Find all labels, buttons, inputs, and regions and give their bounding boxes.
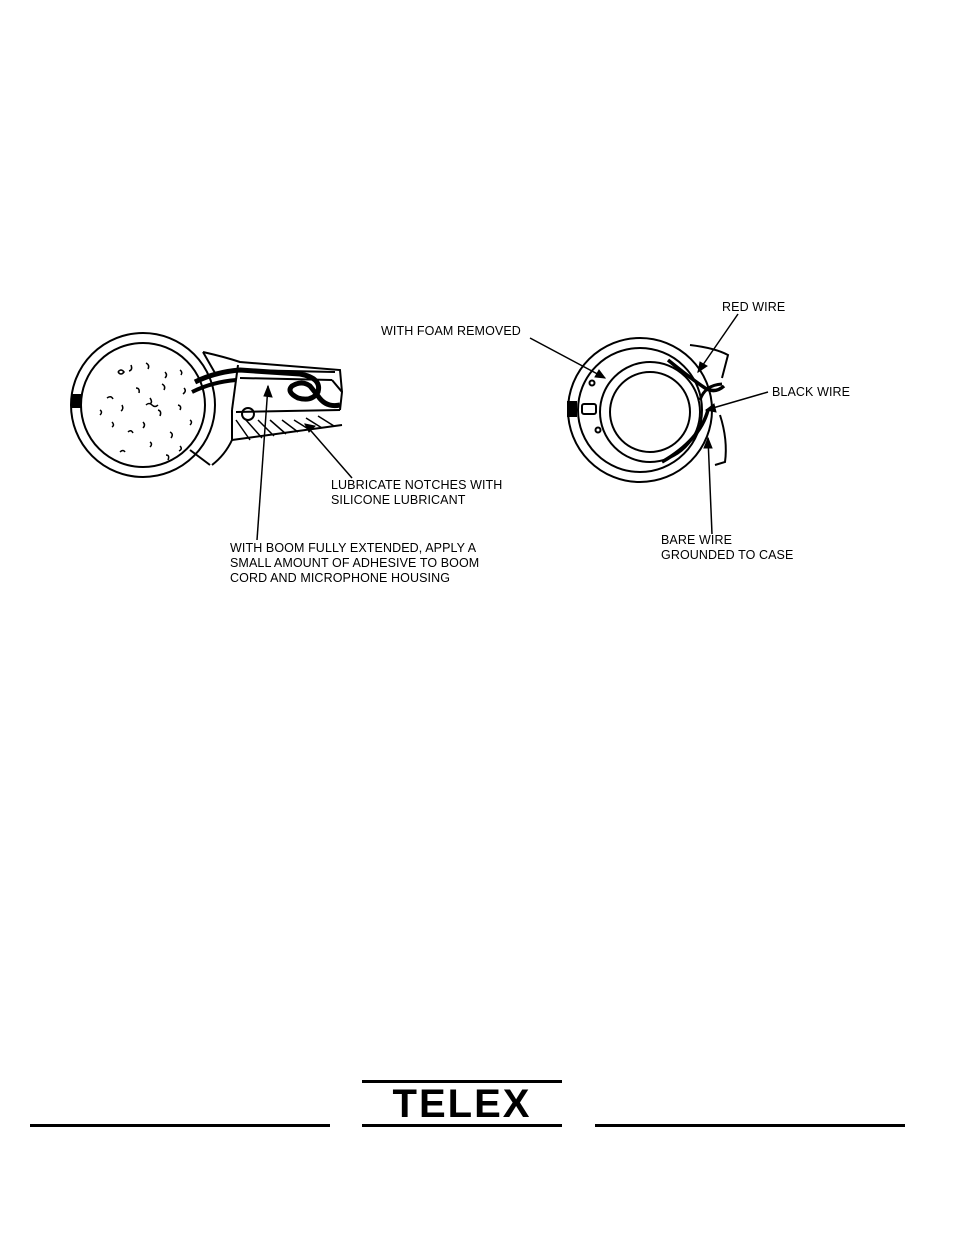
left-microphone-figure [71,333,352,540]
label-lubricate-notches: LUBRICATE NOTCHES WITH SILICONE LUBRICAN… [331,478,502,508]
label-black-wire: BLACK WIRE [772,385,850,400]
foam-speckles [100,363,192,460]
leader-bare [708,438,712,534]
leader-adhesive [257,386,268,540]
footer-rule-left [30,1124,330,1127]
right-microphone-figure [530,314,768,534]
footer-rule-right [595,1124,905,1127]
label-bare-wire: BARE WIRE GROUNDED TO CASE [661,533,793,563]
label-boom-adhesive: WITH BOOM FULLY EXTENDED, APPLY A SMALL … [230,541,479,586]
left-housing-inner [81,343,205,467]
logo-bottom-bar [362,1124,562,1127]
label-foam-removed: WITH FOAM REMOVED [381,324,521,339]
logo-wordmark: TELEX [362,1085,562,1123]
left-housing-outer [71,333,215,477]
boom-clamp-lower [212,410,232,465]
leader-lubricate [305,424,352,478]
telex-logo: TELEX [362,1080,562,1128]
leader-foam [530,338,605,378]
right-transducer-inner [610,372,690,452]
leader-red [698,314,738,372]
label-red-wire: RED WIRE [722,300,785,315]
